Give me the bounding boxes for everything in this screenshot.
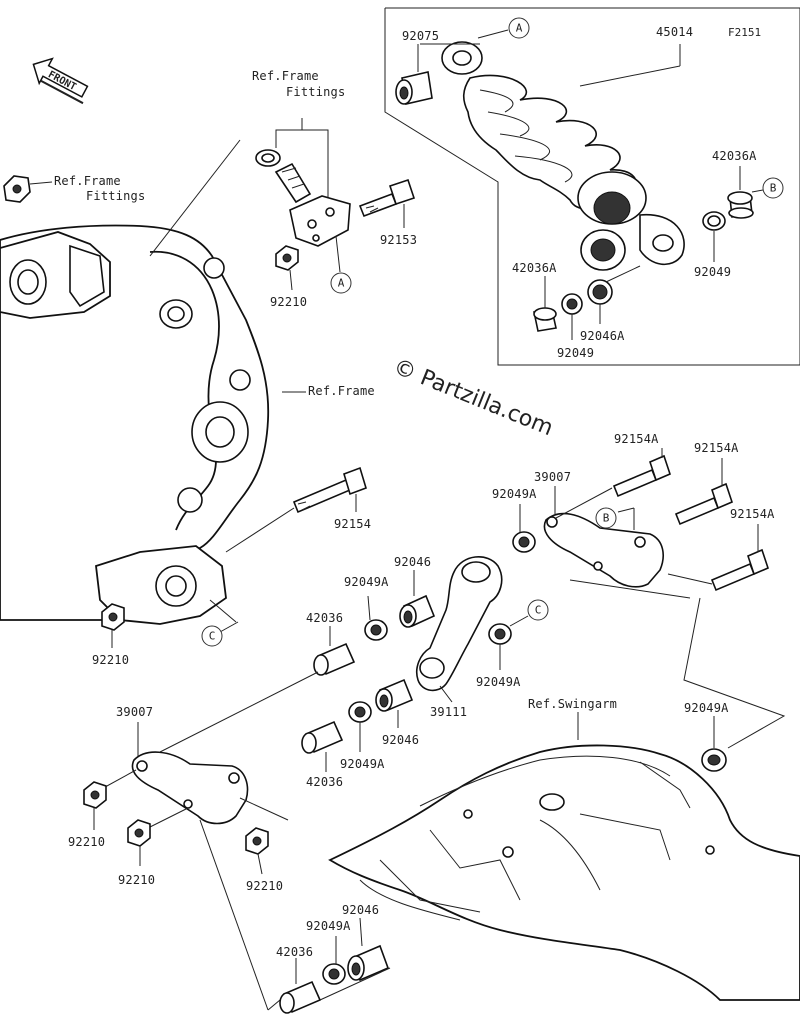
nut-92210-c bbox=[245, 827, 269, 855]
label-92049A-6: 92049A bbox=[306, 919, 351, 933]
label-92049A-2: 92049A bbox=[344, 575, 389, 589]
label-92049-right: 92049 bbox=[694, 265, 731, 279]
bolt-92154A-1 bbox=[612, 454, 671, 498]
bolt-92154A-2 bbox=[674, 482, 733, 526]
bracket-frame-fitting bbox=[289, 195, 351, 247]
bolt-ref-frame-fitting-left bbox=[3, 175, 31, 203]
collar-42036A-right bbox=[727, 191, 754, 219]
label-92046A: 92046A bbox=[580, 329, 625, 343]
nut-92210-b bbox=[127, 819, 151, 847]
bolt-92154A-3 bbox=[710, 548, 769, 592]
bearing-92046-2 bbox=[375, 678, 414, 712]
label-92210-left: 92210 bbox=[92, 653, 129, 667]
label-92154A-3: 92154A bbox=[730, 507, 775, 521]
stud-frame-fitting bbox=[274, 162, 312, 204]
seal-92049A-6 bbox=[322, 963, 346, 985]
callout-c-frame: C bbox=[201, 599, 239, 647]
label-92046-2: 92046 bbox=[382, 733, 419, 747]
seal-92049A-3 bbox=[488, 623, 512, 645]
label-92154A-2: 92154A bbox=[694, 441, 739, 455]
front-arrow-icon: FRONT bbox=[32, 57, 89, 105]
svg-text:C: C bbox=[535, 604, 542, 617]
label-45014: 45014 bbox=[656, 25, 693, 39]
svg-text:B: B bbox=[603, 512, 610, 525]
watermark: © Partzilla.com bbox=[390, 354, 557, 441]
link-plate-39007-left bbox=[131, 751, 249, 825]
label-42036A-left: 42036A bbox=[512, 261, 557, 275]
label-ref-frame-fittings-top: Ref.Frame bbox=[252, 69, 319, 83]
label-92154A-1: 92154A bbox=[614, 432, 659, 446]
label-42036-3: 42036 bbox=[276, 945, 313, 959]
label-92049A-1: 92049A bbox=[492, 487, 537, 501]
bolt-92153 bbox=[358, 178, 416, 218]
nut-92210-a bbox=[83, 781, 107, 809]
seal-92049-left bbox=[561, 293, 583, 315]
label-92210-top: 92210 bbox=[270, 295, 307, 309]
bearing-92046-1 bbox=[399, 594, 436, 628]
collar-92075 bbox=[395, 71, 433, 105]
bolt-92154 bbox=[292, 466, 367, 514]
label-92210-a: 92210 bbox=[68, 835, 105, 849]
label-92049A-3: 92049A bbox=[476, 675, 521, 689]
label-92049A-5: 92049A bbox=[684, 701, 729, 715]
label-92154: 92154 bbox=[334, 517, 371, 531]
seal-92049A-5 bbox=[701, 748, 727, 772]
link-plate-39007-right bbox=[543, 512, 664, 588]
label-39111: 39111 bbox=[430, 705, 467, 719]
label-92210-c: 92210 bbox=[246, 879, 283, 893]
collar-42036-1 bbox=[313, 642, 356, 676]
label-92153: 92153 bbox=[380, 233, 417, 247]
bearing-92046A bbox=[587, 279, 613, 305]
label-ref-frame: Ref.Frame bbox=[308, 384, 375, 398]
callout-a-frame: A bbox=[330, 235, 352, 294]
callout-c-rocker: C bbox=[509, 599, 549, 627]
label-92046-1: 92046 bbox=[394, 555, 431, 569]
diagram-code: F2151 bbox=[728, 26, 761, 39]
collar-42036A-left bbox=[533, 307, 557, 332]
label-ref-frame-fittings-left: Ref.Frame bbox=[54, 174, 121, 188]
callout-b-plate: B bbox=[595, 507, 635, 530]
seal-92049A-1 bbox=[512, 531, 536, 553]
label-39007-right: 39007 bbox=[534, 470, 571, 484]
label-92075: 92075 bbox=[402, 29, 439, 43]
collar-42036-3 bbox=[279, 980, 322, 1014]
nut-92210-top bbox=[275, 245, 299, 271]
callout-a-shock: A bbox=[477, 17, 530, 39]
label-ref-swingarm: Ref.Swingarm bbox=[528, 697, 617, 711]
shock-absorber-45014 bbox=[441, 41, 685, 271]
bearing-92046-3 bbox=[347, 944, 390, 982]
label-ref-frame-fittings-left-2: Fittings bbox=[86, 189, 145, 203]
label-42036A-right: 42036A bbox=[712, 149, 757, 163]
label-42036-2: 42036 bbox=[306, 775, 343, 789]
label-ref-frame-fittings-top-2: Fittings bbox=[286, 85, 345, 99]
swingarm-ref bbox=[328, 744, 800, 1001]
collar-42036-2 bbox=[301, 720, 344, 754]
seal-92049A-4 bbox=[348, 701, 372, 723]
label-39007-left: 39007 bbox=[116, 705, 153, 719]
label-92046-3: 92046 bbox=[342, 903, 379, 917]
svg-text:C: C bbox=[209, 630, 216, 643]
label-92049-left: 92049 bbox=[557, 346, 594, 360]
label-92049A-4: 92049A bbox=[340, 757, 385, 771]
seal-92049-right bbox=[702, 211, 726, 231]
shock-inset-frame bbox=[384, 7, 800, 366]
rocker-arm-39111 bbox=[415, 556, 503, 692]
svg-text:B: B bbox=[770, 182, 777, 195]
nut-92210-left bbox=[101, 603, 125, 631]
washer-frame-fitting bbox=[255, 149, 281, 167]
frame-ref bbox=[0, 224, 270, 625]
callout-b-shock: B bbox=[751, 177, 784, 199]
svg-text:A: A bbox=[516, 22, 523, 35]
label-92210-b: 92210 bbox=[118, 873, 155, 887]
label-42036-1: 42036 bbox=[306, 611, 343, 625]
svg-text:A: A bbox=[338, 277, 345, 290]
seal-92049A-2 bbox=[364, 619, 388, 641]
